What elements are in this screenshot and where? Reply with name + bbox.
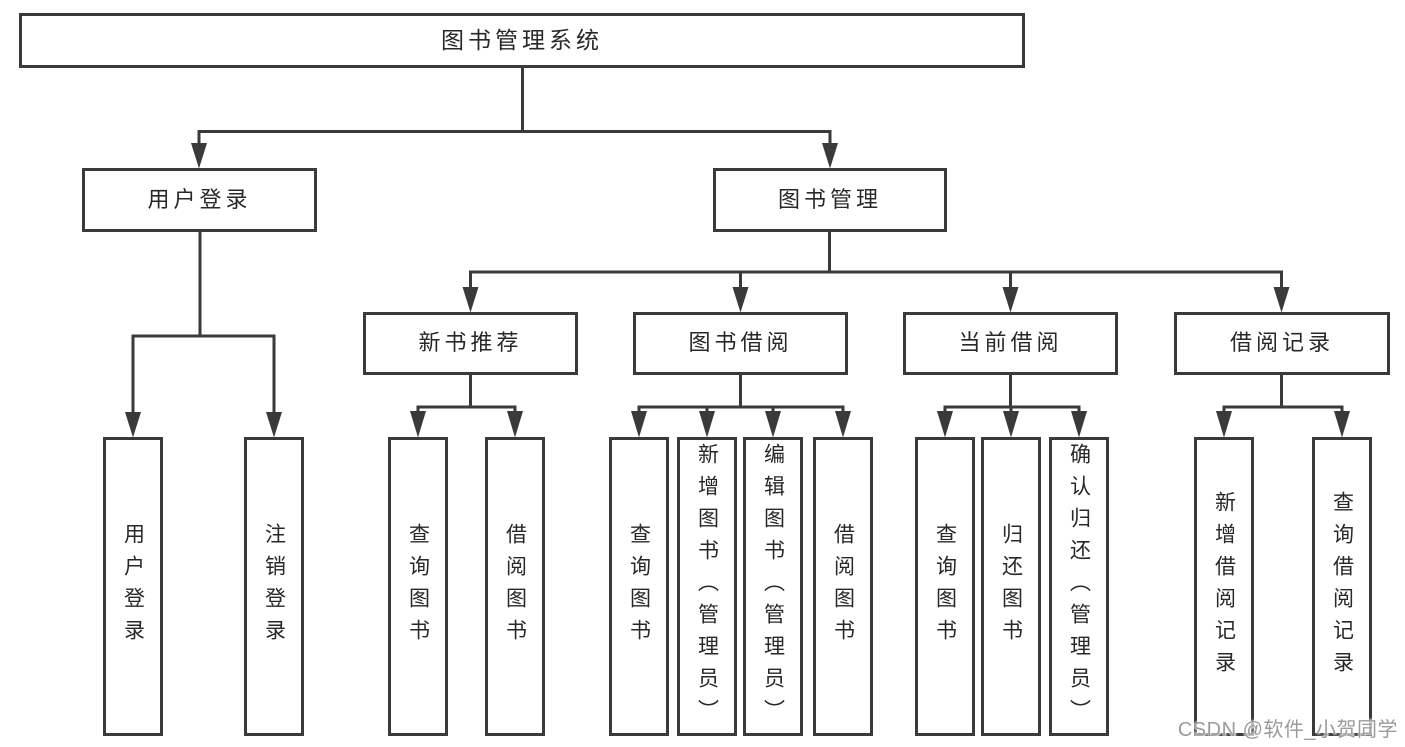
connector-current-borrow-split <box>943 375 1081 413</box>
connector-book-borrow-split <box>637 375 845 413</box>
arrowhead-down-icon <box>732 287 749 313</box>
connector-borrow-record-split <box>1222 375 1344 413</box>
node-branch-user-login: 用户登录 <box>82 168 317 232</box>
node-leaf-newbook-query-book: 查询图书 <box>388 437 448 736</box>
node-leaf-borrow-borrow-book: 借阅图书 <box>813 437 873 736</box>
arrowhead-down-icon <box>822 143 838 169</box>
node-leaf-logout-login: 注销登录 <box>244 437 304 736</box>
connector-user-login-split <box>131 232 276 414</box>
node-leaf-borrow-edit-book-admin: 编辑图书（管理员） <box>743 437 803 736</box>
node-group-new-book-recommend: 新书推荐 <box>363 312 578 375</box>
arrowhead-down-icon <box>191 143 207 169</box>
node-leaf-newbook-borrow-book: 借阅图书 <box>485 437 545 736</box>
arrowhead-down-icon <box>125 412 141 438</box>
arrowhead-down-icon <box>1003 411 1019 438</box>
connector-root-split <box>197 68 832 148</box>
node-root: 图书管理系统 <box>19 13 1025 68</box>
arrowhead-down-icon <box>835 411 851 438</box>
node-branch-book-management: 图书管理 <box>713 168 947 232</box>
arrowhead-down-icon <box>507 411 523 438</box>
arrowhead-down-icon <box>1002 287 1019 313</box>
arrowhead-down-icon <box>1273 287 1290 313</box>
node-leaf-current-confirm-return-admin: 确认归还（管理员） <box>1049 437 1109 736</box>
watermark: CSDN @软件_小贺同学 <box>1177 719 1398 741</box>
node-leaf-current-return-book: 归还图书 <box>981 437 1041 736</box>
node-leaf-borrow-query-book: 查询图书 <box>609 437 669 736</box>
arrowhead-down-icon <box>631 411 647 438</box>
arrowhead-down-icon <box>937 411 953 438</box>
node-leaf-user-login: 用户登录 <box>103 437 163 736</box>
arrowhead-down-icon <box>1071 411 1087 438</box>
node-leaf-record-add-borrow-record: 新增借阅记录 <box>1194 437 1254 736</box>
node-leaf-record-query-borrow-record: 查询借阅记录 <box>1312 437 1372 736</box>
arrowhead-down-icon <box>1334 411 1350 438</box>
arrowhead-down-icon <box>1216 411 1232 438</box>
node-group-book-borrow: 图书借阅 <box>633 312 848 375</box>
connector-book-management-split <box>469 232 1283 291</box>
connector-new-book-split <box>416 375 517 413</box>
arrowhead-down-icon <box>462 287 479 313</box>
node-leaf-borrow-add-book-admin: 新增图书（管理员） <box>677 437 737 736</box>
node-leaf-current-query-book: 查询图书 <box>915 437 975 736</box>
arrowhead-down-icon <box>765 411 781 438</box>
node-group-borrow-record: 借阅记录 <box>1174 312 1390 375</box>
arrowhead-down-icon <box>410 411 426 438</box>
arrowhead-down-icon <box>699 411 715 438</box>
arrowhead-down-icon <box>266 412 282 438</box>
node-group-current-borrow: 当前借阅 <box>903 312 1118 375</box>
